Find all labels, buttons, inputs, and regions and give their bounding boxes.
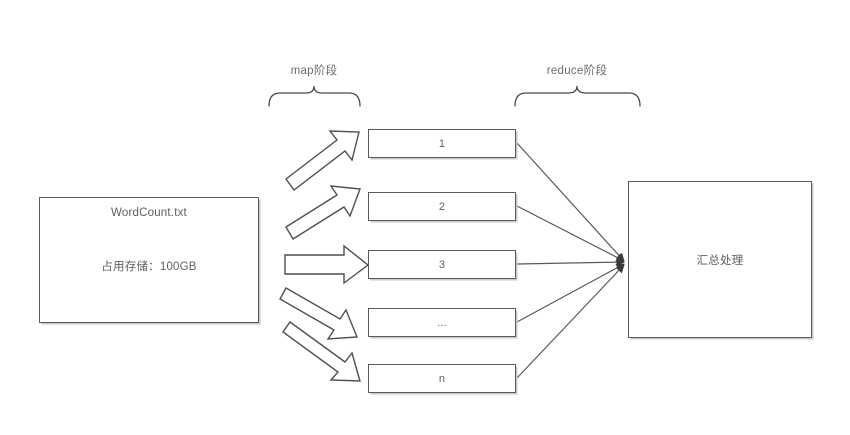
reduce-stage-label: reduce阶段: [546, 65, 608, 77]
converge-arrow-2: [516, 205, 625, 262]
reduce-summary-box: 汇总处理: [628, 181, 812, 338]
split-arrow-5: [282, 321, 361, 382]
map-task-label: 2: [438, 200, 446, 213]
reduce-box-label: 汇总处理: [696, 254, 744, 267]
map-task-box-ellipsis: ...: [368, 308, 516, 337]
converge-arrow-1: [516, 142, 625, 262]
reduce-stage-brace: [514, 85, 641, 107]
map-task-box-3: 3: [368, 250, 516, 279]
split-arrow-2: [285, 185, 361, 240]
map-task-box-n: n: [368, 364, 516, 393]
source-file-name: WordCount.txt: [111, 207, 187, 219]
source-storage-text: 占用存储：100GB: [101, 261, 197, 273]
converge-arrow-4: [516, 263, 625, 323]
split-arrow-4: [279, 287, 359, 340]
map-task-box-1: 1: [368, 129, 516, 158]
map-task-label: n: [438, 372, 446, 385]
map-stage-brace: [268, 85, 361, 107]
map-stage-label: map阶段: [290, 65, 338, 77]
source-file-box: WordCount.txt 占用存储：100GB: [39, 197, 259, 323]
converge-arrow-3: [516, 257, 625, 267]
map-task-label: 1: [438, 137, 446, 150]
converge-arrow-5: [516, 264, 625, 379]
map-task-box-2: 2: [368, 192, 516, 221]
split-arrow-3: [284, 244, 370, 285]
split-arrow-1: [285, 130, 360, 191]
map-task-label: 3: [438, 258, 446, 271]
map-task-label: ...: [437, 316, 447, 329]
